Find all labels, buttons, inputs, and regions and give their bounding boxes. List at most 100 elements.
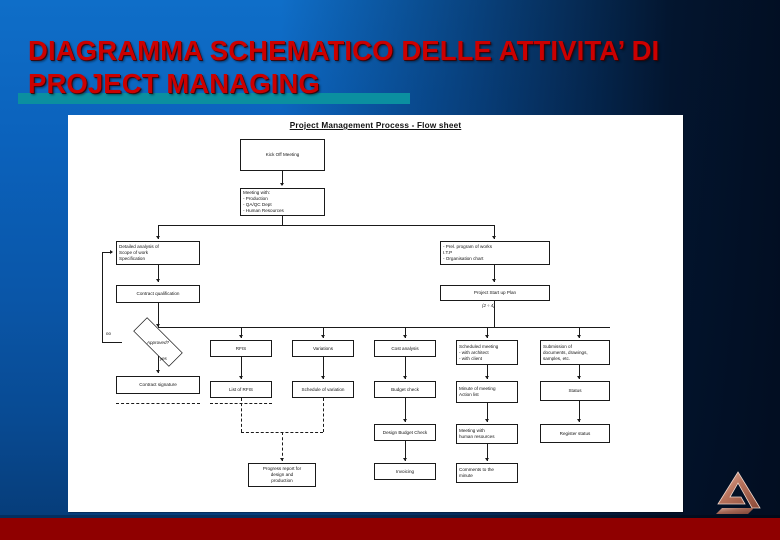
node-contract-signature-label: Contract signature	[139, 382, 177, 387]
connector-bus-variations	[323, 327, 324, 338]
connector-variations-schedule	[323, 357, 324, 379]
footer-shadow	[0, 515, 780, 518]
footer-bar	[0, 518, 780, 540]
connector-bus-submission	[579, 327, 580, 338]
node-approved-label: Approved?	[146, 339, 170, 345]
node-start-up-plan: Project Start up Plan	[440, 285, 550, 301]
node-start-up-plan-label: Project Start up Plan	[473, 290, 517, 295]
title-underline	[18, 93, 410, 104]
connector-minute-hr	[487, 403, 488, 422]
connector-bus-scheduled-meeting	[487, 327, 488, 338]
node-invoicing: Invoicing	[374, 463, 436, 480]
node-minute-of-meeting-label: Minute of meeting Action list	[459, 386, 496, 397]
flowchart-title: Project Management Process - Flow sheet	[289, 121, 462, 130]
arrow-down-icon	[156, 236, 160, 239]
node-variations: Variations	[292, 340, 354, 357]
node-status-label: Status	[568, 388, 582, 393]
arrow-down-icon	[577, 335, 581, 338]
node-design-budget-check-label: Design Budget Check	[382, 429, 428, 435]
arrow-down-icon	[239, 376, 243, 379]
node-budget-check-label: Budget check	[391, 386, 419, 392]
node-contract-qualification: Contract qualification	[116, 285, 200, 303]
arrow-down-icon	[577, 419, 581, 422]
node-comments-minute: Comments to the minute	[456, 463, 518, 483]
connector-bus-cost-analysis	[405, 327, 406, 338]
node-meeting-human-resources: Meeting with human resources	[456, 424, 518, 444]
dashed-under-signature	[116, 403, 200, 404]
node-submission: Submission of documents, drawings, sampl…	[540, 340, 610, 365]
connector-prel-startup	[494, 265, 495, 282]
flowchart-panel: Project Management Process - Flow sheet …	[68, 115, 683, 512]
arrow-right-icon	[110, 249, 113, 254]
arrow-down-icon	[280, 183, 284, 186]
connector-submission-status	[579, 365, 580, 379]
node-schedule-of-variation: Schedule of variation	[292, 381, 354, 398]
node-status: Status	[540, 381, 610, 401]
node-budget-check: Budget check	[374, 381, 436, 398]
node-prel-program: - Prel. program of works I.T.P - Organis…	[440, 241, 550, 265]
node-meeting-with-label: Meeting with: - Production - QA/QC Dept …	[243, 190, 284, 213]
node-rfis-label: RFIS	[235, 345, 247, 351]
connector-meeting-split	[282, 216, 283, 225]
arrow-down-icon	[321, 376, 325, 379]
dashed-connector-variations	[323, 398, 324, 432]
arrow-down-icon	[403, 458, 407, 461]
node-register-status-label: Register status	[559, 430, 591, 436]
node-kick-off: Kick Off Meeting	[240, 139, 325, 171]
node-comments-minute-label: Comments to the minute	[459, 467, 494, 478]
connector-cost-budget	[405, 357, 406, 379]
node-contract-signature: Contract signature	[116, 376, 200, 394]
connector-no-loop-horizontal	[102, 342, 122, 343]
node-cost-analysis: Cost analysis	[374, 340, 436, 357]
connector-no-loop-vertical	[102, 252, 103, 342]
connector-approved-signature	[158, 356, 159, 373]
node-meeting-with: Meeting with: - Production - QA/QC Dept …	[240, 188, 325, 216]
node-list-of-rfis: List of RFIS	[210, 381, 272, 398]
connector-design-invoicing	[405, 441, 406, 461]
arrow-down-icon	[239, 335, 243, 338]
arrow-down-icon	[280, 458, 284, 461]
node-detailed-analysis-label: Detailed analysis of Scope of work Speci…	[119, 244, 159, 261]
dashed-under-rfis-list	[210, 403, 272, 404]
connector-to-prel-program	[494, 225, 495, 239]
arrow-down-icon	[403, 376, 407, 379]
edge-label-loop: (2 ÷ 4)	[482, 303, 495, 308]
node-progress-report: Progress report for design and productio…	[248, 463, 316, 487]
connector-meeting-minute	[487, 365, 488, 379]
connector-hr-comments	[487, 444, 488, 461]
node-prel-program-label: - Prel. program of works I.T.P - Organis…	[443, 244, 493, 261]
node-design-budget-check: Design Budget Check	[374, 424, 436, 441]
node-kick-off-label: Kick Off Meeting	[265, 152, 300, 157]
connector-to-detailed-analysis	[158, 225, 159, 239]
node-invoicing-label: Invoicing	[395, 468, 415, 474]
arrow-down-icon	[485, 376, 489, 379]
node-scheduled-meeting: Scheduled meeting - with architect - wit…	[456, 340, 518, 365]
arrow-down-icon	[156, 279, 160, 282]
edge-label-no: no	[106, 331, 111, 336]
connector-qualification-approved	[158, 303, 159, 327]
connector-budget-design	[405, 398, 406, 422]
node-submission-label: Submission of documents, drawings, sampl…	[543, 343, 588, 361]
node-cost-analysis-label: Cost analysis	[391, 345, 419, 351]
node-minute-of-meeting: Minute of meeting Action list	[456, 381, 518, 403]
node-contract-qualification-label: Contract qualification	[136, 291, 180, 296]
arrow-down-icon	[492, 279, 496, 282]
connector-bus-rfis	[241, 327, 242, 338]
node-scheduled-meeting-label: Scheduled meeting - with architect - wit…	[459, 343, 499, 361]
connector-status-register	[579, 401, 580, 422]
arrow-down-icon	[485, 419, 489, 422]
connector-startup-fanout	[494, 301, 495, 327]
company-logo	[716, 471, 761, 514]
connector-split-horizontal	[158, 225, 494, 226]
node-rfis: RFIS	[210, 340, 272, 357]
node-meeting-human-resources-label: Meeting with human resources	[459, 428, 495, 439]
dashed-connector-progress	[282, 432, 283, 461]
connector-no-loop-return	[102, 252, 112, 253]
node-register-status: Register status	[540, 424, 610, 443]
node-variations-label: Variations	[312, 345, 334, 351]
arrow-down-icon	[321, 335, 325, 338]
arrow-down-icon	[403, 335, 407, 338]
arrow-down-icon	[577, 376, 581, 379]
node-detailed-analysis: Detailed analysis of Scope of work Speci…	[116, 241, 200, 265]
